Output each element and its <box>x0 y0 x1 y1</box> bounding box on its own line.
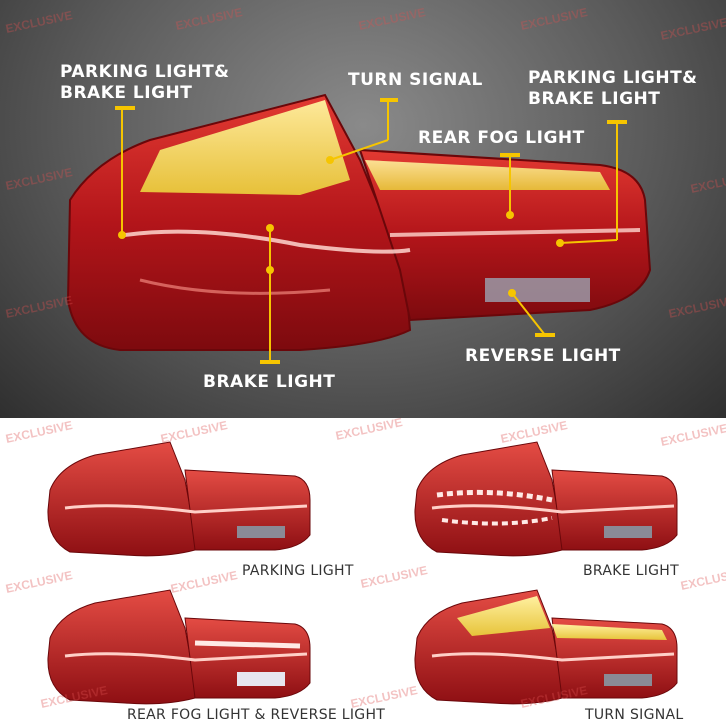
callout-parking-brake-right: PARKING LIGHT& BRAKE LIGHT <box>528 68 698 110</box>
callout-line-2: BRAKE LIGHT <box>528 89 661 109</box>
callout-line-2: BRAKE LIGHT <box>60 83 193 103</box>
mode-label-fog-reverse: REAR FOG LIGHT & REVERSE LIGHT <box>127 707 386 723</box>
mode-label-turn: TURN SIGNAL <box>585 707 684 723</box>
callout-turn-signal: TURN SIGNAL <box>348 70 483 90</box>
mode-label-brake: BRAKE LIGHT <box>583 563 679 579</box>
thumb-parking-light <box>47 441 311 557</box>
callout-reverse: REVERSE LIGHT <box>465 346 621 366</box>
thumb-brake-light <box>414 441 678 557</box>
callout-rear-fog: REAR FOG LIGHT <box>418 128 585 148</box>
callout-line-1: PARKING LIGHT& <box>60 62 230 82</box>
mode-label-parking: PARKING LIGHT <box>242 563 354 579</box>
callout-parking-brake-left: PARKING LIGHT& BRAKE LIGHT <box>60 62 230 104</box>
callout-line-1: PARKING LIGHT& <box>528 68 698 88</box>
hero-taillight-illustration <box>66 93 652 364</box>
callout-brake: BRAKE LIGHT <box>203 372 336 392</box>
thumb-rear-fog-reverse <box>47 589 311 705</box>
thumb-turn-signal <box>414 589 678 705</box>
